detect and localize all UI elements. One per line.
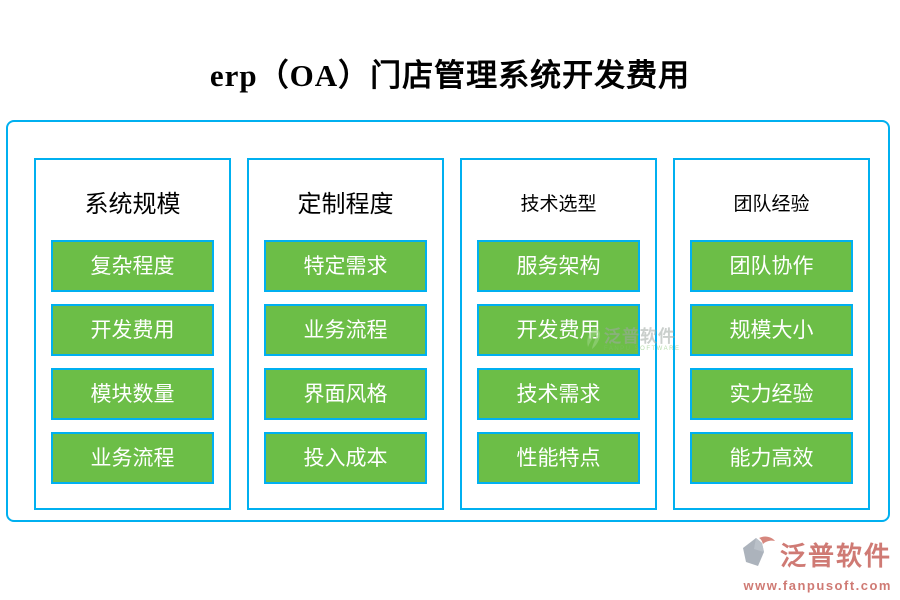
column-header: 定制程度 (297, 192, 394, 218)
item-box: 特定需求 (264, 240, 427, 292)
item-box: 能力高效 (690, 432, 853, 484)
item-box: 规模大小 (690, 304, 853, 356)
footer-watermark-brand: 泛普软件 (779, 541, 892, 571)
item-box: 复杂程度 (51, 240, 214, 292)
button-stack: 特定需求 业务流程 界面风格 投入成本 (249, 240, 442, 484)
item-box: 业务流程 (51, 432, 214, 484)
item-box: 技术需求 (477, 368, 640, 420)
footer-watermark-url: www.fanpusoft.com (743, 578, 892, 593)
button-stack: 复杂程度 开发费用 模块数量 业务流程 (36, 240, 229, 484)
item-box: 投入成本 (264, 432, 427, 484)
fanpu-logo-icon (742, 535, 776, 577)
footer-watermark: 泛普软件 www.fanpusoft.com (742, 535, 892, 593)
page-title: erp（OA）门店管理系统开发费用 (209, 58, 691, 93)
button-stack: 服务架构 开发费用 技术需求 性能特点 (462, 240, 655, 484)
item-box: 性能特点 (477, 432, 640, 484)
column-team-experience: 团队经验 团队协作 规模大小 实力经验 能力高效 (673, 158, 870, 510)
item-box: 开发费用 (51, 304, 214, 356)
item-box: 界面风格 (264, 368, 427, 420)
item-box: 开发费用 (477, 304, 640, 356)
item-box: 业务流程 (264, 304, 427, 356)
item-box: 实力经验 (690, 368, 853, 420)
column-customization-level: 定制程度 特定需求 业务流程 界面风格 投入成本 (247, 158, 444, 510)
column-header: 团队经验 (733, 194, 810, 215)
item-box: 模块数量 (51, 368, 214, 420)
diagram-outer-frame: 系统规模 复杂程度 开发费用 模块数量 业务流程 定制程度 特定需求 业务流程 … (6, 120, 890, 522)
item-box: 服务架构 (477, 240, 640, 292)
button-stack: 团队协作 规模大小 实力经验 能力高效 (675, 240, 868, 484)
column-header: 系统规模 (84, 192, 181, 218)
columns-container: 系统规模 复杂程度 开发费用 模块数量 业务流程 定制程度 特定需求 业务流程 … (34, 158, 870, 510)
column-system-scale: 系统规模 复杂程度 开发费用 模块数量 业务流程 (34, 158, 231, 510)
column-header: 技术选型 (520, 194, 597, 215)
item-box: 团队协作 (690, 240, 853, 292)
column-technology-selection: 技术选型 服务架构 开发费用 技术需求 性能特点 (460, 158, 657, 510)
